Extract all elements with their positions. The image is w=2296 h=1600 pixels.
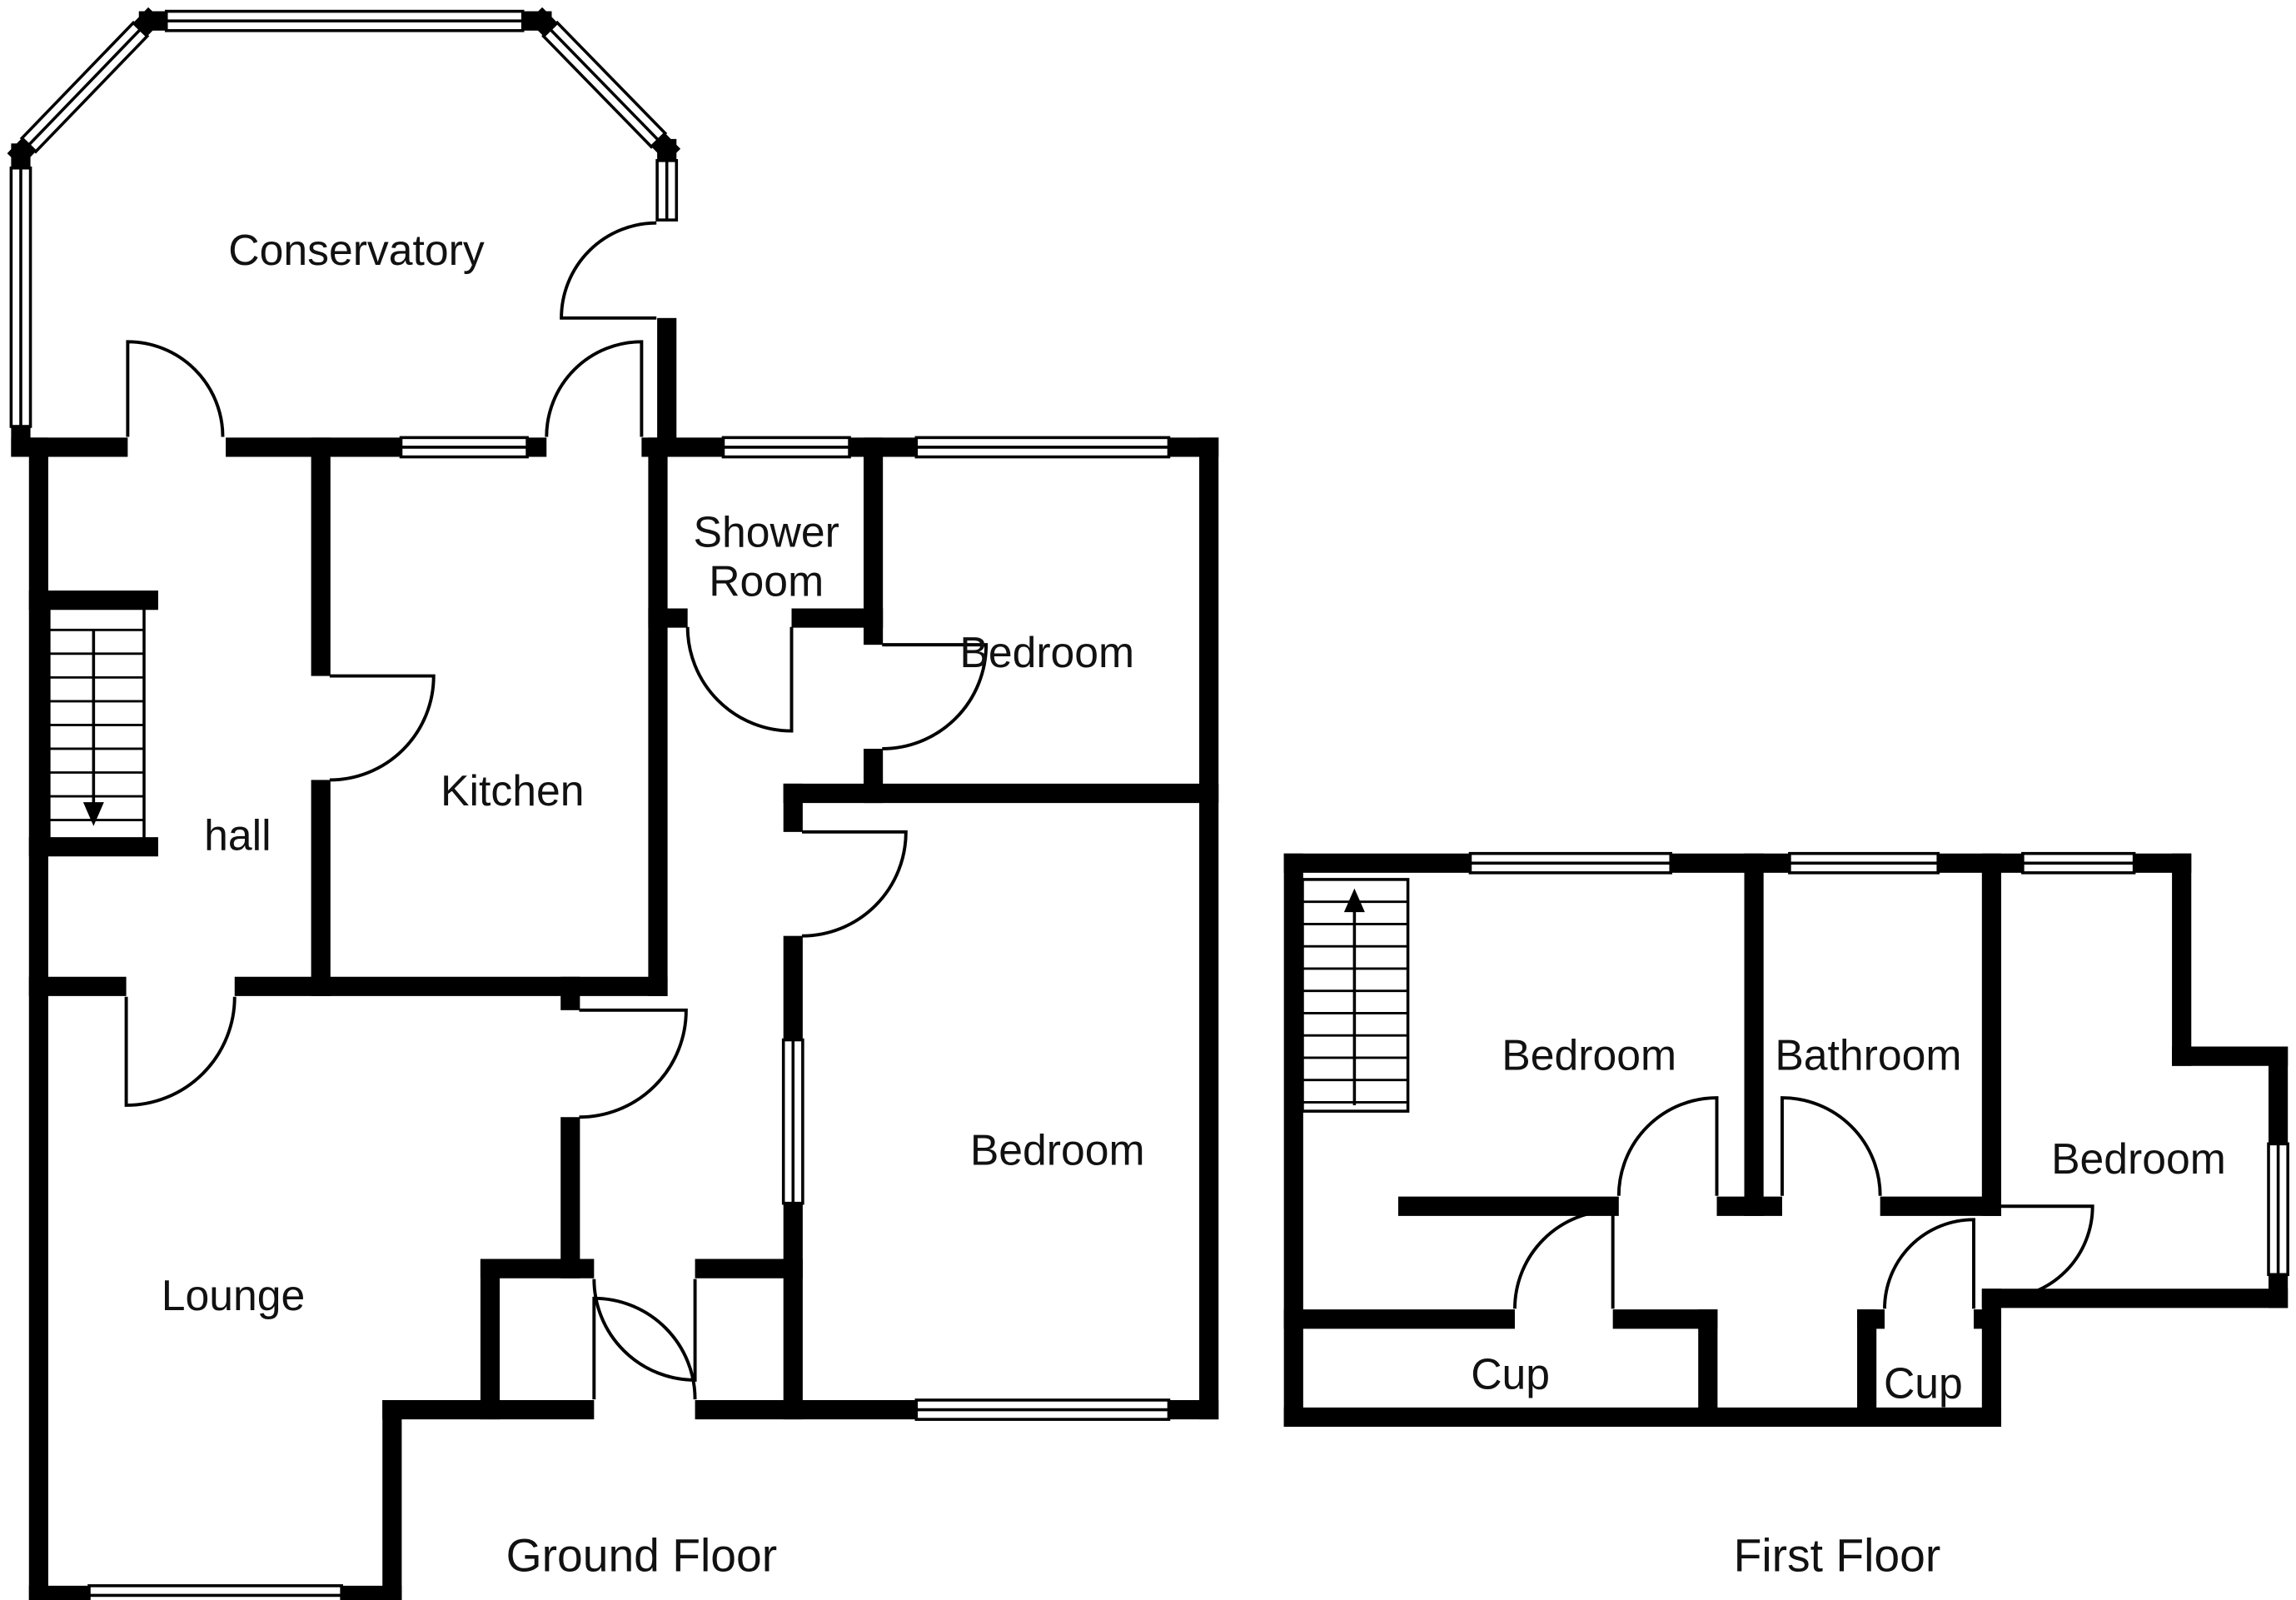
ground-floor: Conservatory Shower Room Bedroom Kitchen… (7, 7, 1219, 1600)
ground-floor-openings (126, 220, 884, 1422)
window (19, 20, 150, 154)
window (655, 159, 679, 222)
window (2267, 1142, 2289, 1277)
room-label-bedroom-top: Bedroom (959, 628, 1134, 676)
door-swing (685, 626, 794, 733)
first-floor-windows (1468, 851, 2289, 1277)
window (721, 436, 851, 459)
room-label-cup-left: Cup (1471, 1350, 1550, 1398)
stair-treads (48, 628, 144, 822)
ground-floor-doors (124, 221, 989, 1400)
door-swing (1616, 1096, 1719, 1196)
window (914, 1398, 1171, 1421)
window (9, 166, 32, 428)
door-swing (592, 1296, 697, 1400)
stairs-down-arrow-icon (82, 630, 104, 826)
door-swing (329, 674, 436, 782)
stairs-first (1301, 878, 1410, 1113)
door-swing (1513, 1209, 1615, 1309)
room-label-shower-line2: Room (709, 556, 824, 605)
first-floor: Bedroom Bathroom Bedroom Cup Cup First F… (1283, 851, 2289, 1581)
door-swing (592, 1279, 697, 1382)
door-swing (126, 340, 225, 437)
door-swing (545, 340, 644, 437)
window (164, 9, 525, 32)
room-label-cup-right: Cup (1884, 1358, 1963, 1407)
first-floor-openings (1514, 1195, 1975, 1330)
room-label-conservatory: Conservatory (228, 226, 485, 274)
room-label-bathroom: Bathroom (1775, 1030, 1961, 1079)
door-swing (801, 830, 908, 938)
window (781, 1038, 804, 1205)
window (914, 436, 1171, 459)
room-label-shower-line1: Shower (694, 508, 839, 556)
door-swing (882, 643, 989, 750)
first-floor-caption: First Floor (1734, 1529, 1941, 1581)
door-swing (560, 221, 657, 320)
ground-floor-windows (9, 9, 1171, 1600)
stairs-ground (47, 604, 146, 843)
ground-floor-caption: Ground Floor (506, 1529, 778, 1581)
room-label-lounge: Lounge (162, 1271, 306, 1319)
door-swing (1781, 1096, 1882, 1196)
room-label-ff-bedroom-right: Bedroom (2051, 1134, 2226, 1183)
stairs-up-arrow-icon (1343, 888, 1365, 1105)
door-swing (579, 1008, 688, 1119)
door-swing (124, 996, 237, 1107)
door-swing (1883, 1218, 1975, 1309)
window (2021, 851, 2136, 875)
room-label-kitchen: Kitchen (441, 766, 584, 815)
ground-floor-walls (7, 7, 1219, 1600)
door-swing (2000, 1204, 2094, 1300)
room-label-ff-bedroom-left: Bedroom (1502, 1030, 1676, 1079)
first-floor-doors (1513, 1096, 2094, 1309)
window (87, 1584, 343, 1600)
window (1788, 851, 1940, 875)
window (541, 20, 668, 149)
room-label-hall: hall (204, 810, 271, 859)
room-label-bedroom-bottom: Bedroom (970, 1125, 1145, 1174)
window (1468, 851, 1673, 875)
window (399, 436, 529, 459)
